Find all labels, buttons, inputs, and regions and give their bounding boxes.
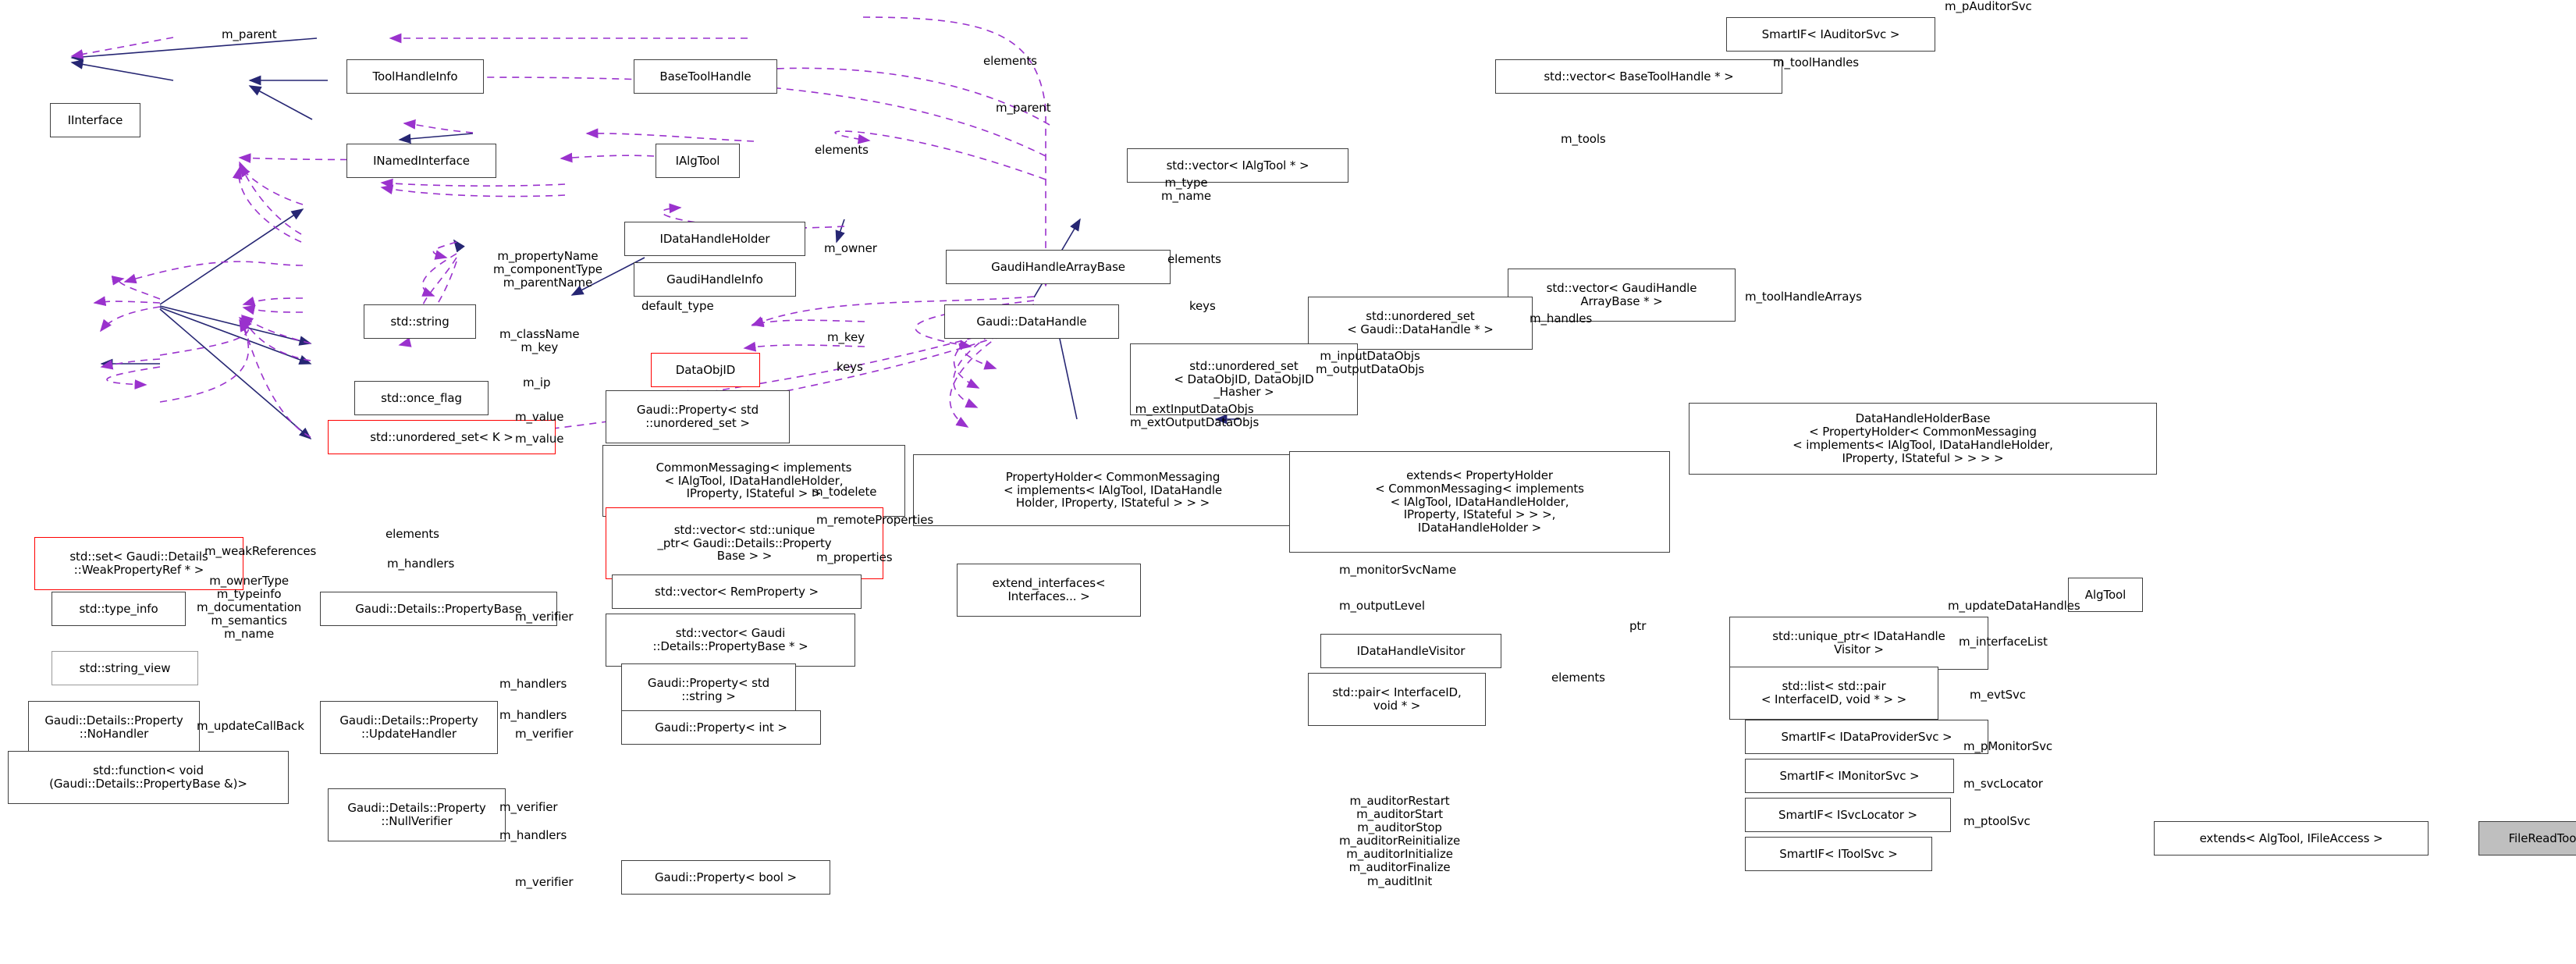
edge-label-m_ownerType: m_ownerType m_typeinfo m_documentation m… <box>197 574 302 642</box>
edge-label-elements_3: elements <box>1167 252 1221 266</box>
edge-label-m_parent_1: m_parent <box>222 27 277 41</box>
edge-label-keys_1: keys <box>1189 299 1216 313</box>
class-node-PropertyBase[interactable]: Gaudi::Details::PropertyBase <box>320 592 557 626</box>
edge-label-m_outputLevel: m_outputLevel <box>1339 599 1425 613</box>
edge-label-m_updateDataHandles: m_updateDataHandles <box>1948 599 2080 613</box>
edge-label-keys_2: keys <box>837 360 863 374</box>
class-node-Prop_uset[interactable]: Gaudi::Property< std ::unordered_set > <box>606 390 790 443</box>
class-node-uniqptr_IDataHandleVisitor[interactable]: std::unique_ptr< IDataHandle Visitor > <box>1729 617 1988 670</box>
class-node-ToolHandleInfo[interactable]: ToolHandleInfo <box>346 59 484 94</box>
class-node-BaseToolHandle[interactable]: BaseToolHandle <box>634 59 777 94</box>
edge-label-m_handles: m_handles <box>1530 311 1593 325</box>
class-node-UpdateHandler[interactable]: Gaudi::Details::Property ::UpdateHandler <box>320 701 498 754</box>
edge-label-m_handlers_2: m_handlers <box>499 677 567 691</box>
class-node-GaudiHandleInfo[interactable]: GaudiHandleInfo <box>634 262 796 297</box>
class-node-Prop_string[interactable]: Gaudi::Property< std ::string > <box>621 663 796 717</box>
class-node-vec_unique_ptr_PropertyBase[interactable]: std::vector< std::unique _ptr< Gaudi::De… <box>606 507 883 579</box>
edge-label-elements_4: elements <box>386 527 439 541</box>
class-node-IDataHandleHolder[interactable]: IDataHandleHolder <box>624 222 805 256</box>
class-node-SmartIF_IMonitorSvc[interactable]: SmartIF< IMonitorSvc > <box>1745 759 1954 793</box>
edge-label-m_verifier_4: m_verifier <box>515 875 574 889</box>
edge-label-default_type: default_type <box>641 299 714 313</box>
class-node-vec_BaseToolHandle[interactable]: std::vector< BaseToolHandle * > <box>1495 59 1782 94</box>
class-node-SmartIF_IDataProviderSvc[interactable]: SmartIF< IDataProviderSvc > <box>1745 720 1988 754</box>
class-node-uset_DataObjID[interactable]: std::unordered_set < DataObjID, DataObjI… <box>1130 343 1358 415</box>
class-node-Prop_int[interactable]: Gaudi::Property< int > <box>621 710 821 745</box>
class-node-extends_PropertyHolder[interactable]: extends< PropertyHolder < CommonMessagin… <box>1289 451 1670 553</box>
edge-label-m_verifier_3: m_verifier <box>499 800 558 814</box>
class-node-PropertyHolder[interactable]: PropertyHolder< CommonMessaging < implem… <box>913 454 1313 526</box>
edge-label-m_propertyName: m_propertyName m_componentType m_parentN… <box>493 249 602 290</box>
class-node-DataObjID[interactable]: DataObjID <box>651 353 760 387</box>
edge-label-m_verifier_2: m_verifier <box>515 727 574 741</box>
edge-label-elements_1: elements <box>983 54 1037 68</box>
class-node-std_once_flag[interactable]: std::once_flag <box>354 381 489 415</box>
edge-label-m_verifier_1: m_verifier <box>515 610 574 624</box>
class-node-std_type_info[interactable]: std::type_info <box>52 592 186 626</box>
class-node-INamedInterface[interactable]: INamedInterface <box>346 144 496 178</box>
usage-edges <box>70 16 1051 444</box>
class-node-Gaudi_DataHandle[interactable]: Gaudi::DataHandle <box>944 304 1119 339</box>
edge-label-m_auditorRestart: m_auditorRestart m_auditorStart m_audito… <box>1339 794 1461 888</box>
edge-label-elements_5: elements <box>1551 671 1605 685</box>
edge-label-m_updateCallBack: m_updateCallBack <box>197 719 304 733</box>
class-node-AlgTool[interactable]: AlgTool <box>2068 578 2143 612</box>
class-node-NullVerifier[interactable]: Gaudi::Details::Property ::NullVerifier <box>328 788 506 841</box>
class-node-uset_DataHandle[interactable]: std::unordered_set < Gaudi::DataHandle *… <box>1308 297 1533 350</box>
class-node-vec_IAlgTool[interactable]: std::vector< IAlgTool * > <box>1127 148 1348 183</box>
edge-label-m_weakReferences: m_weakReferences <box>204 544 317 558</box>
edge-label-m_toolHandleArrays: m_toolHandleArrays <box>1745 290 1862 304</box>
edge-label-m_ip: m_ip <box>523 375 551 390</box>
class-node-IInterface[interactable]: IInterface <box>50 103 140 137</box>
edge-label-m_properties: m_properties <box>816 550 893 564</box>
edge-label-m_pAuditorSvc_top: m_pAuditorSvc <box>1945 0 2032 13</box>
edge-label-m_parent_2: m_parent <box>996 101 1051 115</box>
class-node-vec_GaudiHandleArrayBase[interactable]: std::vector< GaudiHandle ArrayBase * > <box>1508 269 1736 322</box>
edge-label-m_key: m_key <box>827 330 865 344</box>
edge-label-m_ptoolSvc: m_ptoolSvc <box>1963 814 2031 828</box>
edge-label-m_remoteProperties: m_remoteProperties <box>816 513 934 527</box>
edge-label-m_pMonitorSvc: m_pMonitorSvc <box>1963 739 2052 753</box>
edge-label-m_todelete: m_todelete <box>812 485 877 499</box>
class-node-NoHandler[interactable]: Gaudi::Details::Property ::NoHandler <box>28 701 200 754</box>
class-node-list_pair_InterfaceID[interactable]: std::list< std::pair < InterfaceID, void… <box>1729 667 1938 720</box>
edge-label-m_svcLocator: m_svcLocator <box>1963 777 2043 791</box>
class-node-SmartIF_IAuditorSvc[interactable]: SmartIF< IAuditorSvc > <box>1726 17 1935 52</box>
edge-label-ptr: ptr <box>1629 619 1647 633</box>
class-node-std_string_view[interactable]: std::string_view <box>52 651 198 685</box>
class-node-Prop_bool[interactable]: Gaudi::Property< bool > <box>621 860 830 895</box>
class-node-extend_interfaces[interactable]: extend_interfaces< Interfaces... > <box>957 564 1141 617</box>
edge-label-m_extInputDataObjs: m_extInputDataObjs m_extOutputDataObjs <box>1130 402 1260 430</box>
edge-label-m_toolHandles: m_toolHandles <box>1773 55 1859 69</box>
class-node-extends_AlgTool_IFileAccess[interactable]: extends< AlgTool, IFileAccess > <box>2154 821 2429 856</box>
edge-label-m_handlers_3: m_handlers <box>499 708 567 722</box>
class-node-SmartIF_ISvcLocator[interactable]: SmartIF< ISvcLocator > <box>1745 798 1951 832</box>
class-node-SmartIF_IToolSvc[interactable]: SmartIF< IToolSvc > <box>1745 837 1932 871</box>
class-node-func_void_PropertyBase[interactable]: std::function< void (Gaudi::Details::Pro… <box>8 751 289 804</box>
edge-label-m_interfaceList: m_interfaceList <box>1959 635 2048 649</box>
edge-label-m_evtSvc: m_evtSvc <box>1970 688 2026 702</box>
edge-label-m_className_m_key: m_className m_key <box>499 327 580 355</box>
class-node-FileReadTool[interactable]: FileReadTool <box>2478 821 2576 856</box>
edge-label-elements_2: elements <box>815 143 869 157</box>
class-node-GaudiHandleArrayBase[interactable]: GaudiHandleArrayBase <box>946 250 1171 284</box>
class-node-pair_InterfaceID[interactable]: std::pair< InterfaceID, void * > <box>1308 673 1486 726</box>
class-node-std_string[interactable]: std::string <box>364 304 476 339</box>
edge-label-m_handlers_4: m_handlers <box>499 828 567 842</box>
edge-label-m_handlers_1: m_handlers <box>387 557 455 571</box>
class-node-vec_PropertyBase_ptr[interactable]: std::vector< Gaudi ::Details::PropertyBa… <box>606 614 855 667</box>
edge-label-m_tools: m_tools <box>1561 132 1606 146</box>
class-node-DataHandleHolderBase[interactable]: DataHandleHolderBase < PropertyHolder< C… <box>1689 403 2157 475</box>
class-node-set_WeakPropertyRef[interactable]: std::set< Gaudi::Details ::WeakPropertyR… <box>34 537 243 590</box>
edge-label-m_value_1: m_value <box>515 410 564 424</box>
class-node-vec_RemProperty[interactable]: std::vector< RemProperty > <box>612 574 862 609</box>
edge-label-m_inputDataObjs: m_inputDataObjs m_outputDataObjs <box>1316 349 1425 377</box>
class-node-IAlgTool[interactable]: IAlgTool <box>656 144 740 178</box>
edge-label-m_type_m_name: m_type m_name <box>1161 176 1212 204</box>
edge-label-m_value_2: m_value <box>515 432 564 446</box>
edge-label-m_owner: m_owner <box>824 241 877 255</box>
class-node-IDataHandleVisitor[interactable]: IDataHandleVisitor <box>1320 634 1501 668</box>
class-node-CommonMessaging[interactable]: CommonMessaging< implements < IAlgTool, … <box>602 445 905 517</box>
edge-label-m_monitorSvcName: m_monitorSvcName <box>1339 563 1457 577</box>
